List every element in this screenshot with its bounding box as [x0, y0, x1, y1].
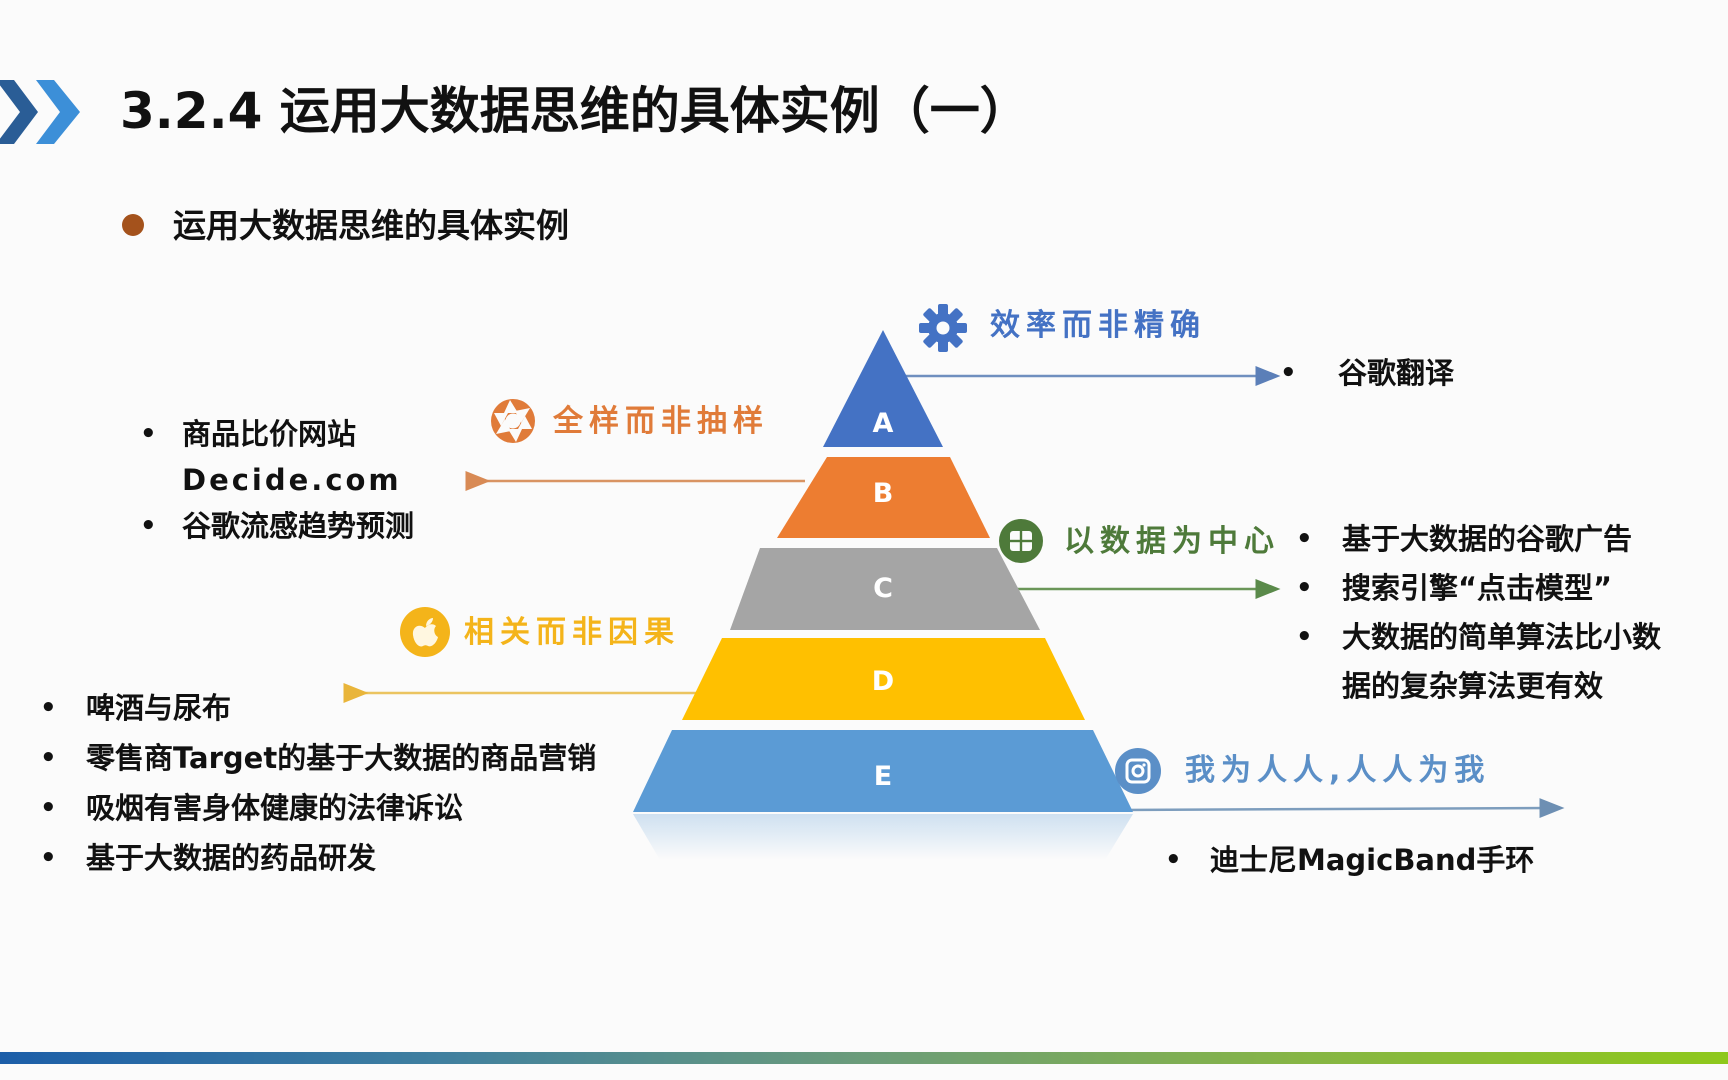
apple-icon [400, 607, 450, 657]
pyramid-level-d [682, 638, 1085, 720]
gear-icon [919, 304, 967, 352]
list-item: •搜索引擎“点击模型” [1296, 571, 1613, 605]
example-list-e: •迪士尼MagicBand手环 [1165, 836, 1534, 885]
list-item-continuation: 据的复杂算法更有效 [1342, 669, 1604, 703]
bullet-dot [122, 214, 144, 236]
double-chevron-right-icon [0, 80, 80, 144]
pyramid-reflection [633, 814, 1133, 860]
svg-text:C: C [873, 573, 893, 604]
list-item: •商品比价网站 [140, 417, 357, 451]
list-item: •基于大数据的谷歌广告 [1296, 522, 1633, 556]
pyramid-level-b [777, 457, 990, 538]
list-item: •谷歌流感趋势预测 [140, 509, 415, 543]
principle-label-c: 以数据为中心 [1064, 524, 1280, 559]
list-item: •啤酒与尿布 [40, 691, 232, 725]
pyramid-level-a [823, 330, 943, 447]
list-item: •迪士尼MagicBand手环 [1165, 843, 1535, 877]
pyramid-level-e [633, 730, 1133, 812]
principle-label-a: 效率而非精确 [990, 308, 1206, 343]
list-item: •吸烟有害身体健康的法律诉讼 [40, 791, 464, 825]
svg-text:D: D [872, 666, 894, 697]
principle-label-d: 相关而非因果 [464, 615, 680, 650]
section-subtitle: 运用大数据思维的具体实例 [173, 206, 569, 245]
arrow-e [1119, 798, 1565, 819]
bottom-gradient-bar [0, 1052, 1728, 1064]
list-item-continuation: Decide.com [182, 463, 402, 497]
list-item: •大数据的简单算法比小数 [1296, 620, 1662, 654]
windows-icon [999, 519, 1043, 563]
list-item: •基于大数据的药品研发 [40, 841, 377, 875]
svg-text:B: B [873, 478, 894, 509]
example-list-c: •基于大数据的谷歌广告 •搜索引擎“点击模型” •大数据的简单算法比小数 据的复… [1290, 515, 1661, 711]
example-list-a: •谷歌翻译 [1280, 349, 1455, 398]
principle-label-e: 我为人人,人人为我 [1185, 753, 1491, 788]
example-list-b: •商品比价网站 Decide.com •谷歌流感趋势预测 [140, 411, 414, 549]
list-item: •零售商Target的基于大数据的商品营销 [40, 741, 597, 775]
list-item: •谷歌翻译 [1280, 356, 1455, 390]
page-title: 3.2.4 运用大数据思维的具体实例（一） [120, 82, 1030, 140]
svg-text:A: A [873, 408, 894, 439]
svg-text:E: E [874, 761, 892, 792]
instagram-icon [1115, 748, 1161, 794]
principle-label-b: 全样而非抽样 [553, 404, 769, 439]
aperture-icon [491, 399, 535, 443]
pyramid-level-c [730, 548, 1040, 630]
example-list-d: •啤酒与尿布 •零售商Target的基于大数据的商品营销 •吸烟有害身体健康的法… [40, 683, 596, 883]
